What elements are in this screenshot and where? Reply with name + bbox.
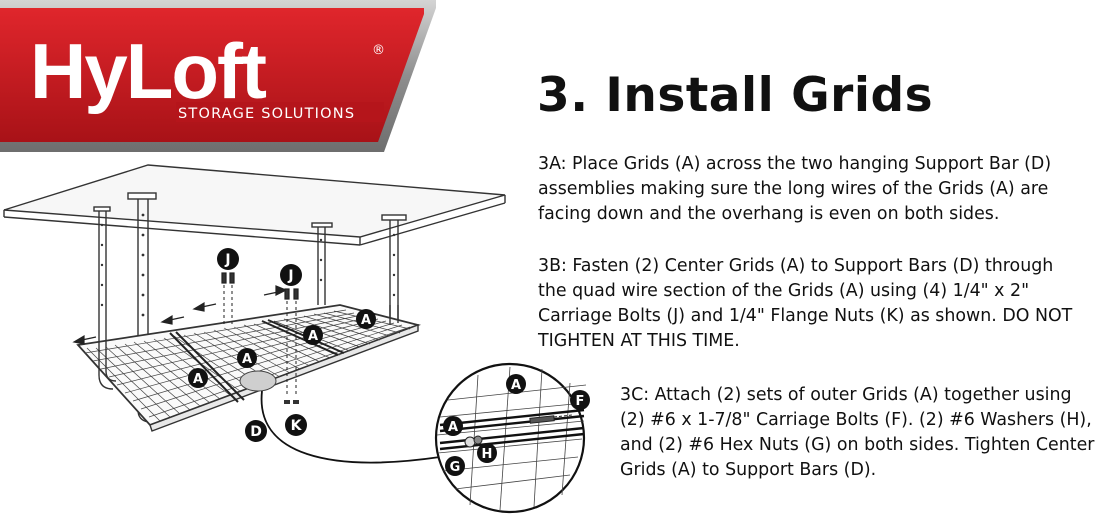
support-post-back-center (311, 222, 333, 305)
callout-d: D (245, 420, 267, 442)
logo-wordmark: HyLoft (30, 27, 267, 115)
step-title: 3. Install Grids (537, 68, 934, 123)
support-post-back-right (381, 214, 407, 325)
svg-text:G: G (450, 460, 461, 475)
callout-a-2: A (303, 325, 323, 345)
logo-tagline: STORAGE SOLUTIONS (178, 106, 355, 122)
instruction-3c: 3C: Attach (2) sets of outer Grids (A) t… (620, 385, 1095, 480)
zoom-detail-circle (434, 362, 587, 514)
callout-a-1: A (356, 309, 376, 329)
callout-k: K (285, 414, 307, 436)
hyloft-logo: HyLoft ® STORAGE SOLUTIONS (0, 0, 436, 152)
callout-zoom-g: G (445, 456, 465, 476)
callout-a-4: A (188, 368, 208, 388)
svg-text:K: K (291, 418, 303, 434)
callout-j-left: J (217, 248, 239, 270)
svg-text:J: J (287, 268, 293, 284)
detail-highlight (239, 370, 277, 392)
detail-connector (260, 390, 441, 464)
callout-j-right: J (280, 264, 302, 286)
svg-text:F: F (576, 394, 585, 409)
instruction-3b: 3B: Fasten (2) Center Grids (A) to Suppo… (538, 256, 1073, 351)
svg-text:A: A (242, 352, 252, 367)
callout-zoom-a-top: A (506, 374, 526, 394)
logo-registered-mark: ® (372, 43, 385, 58)
svg-text:D: D (250, 424, 262, 440)
callout-a-3: A (237, 348, 257, 368)
callout-zoom-f: F (570, 390, 590, 410)
svg-text:A: A (448, 420, 458, 435)
svg-text:A: A (361, 313, 371, 328)
support-post-front-left (93, 206, 111, 335)
installation-diagram: J J A A A A D K A A F G H (3, 164, 590, 514)
svg-text:A: A (511, 378, 521, 393)
svg-text:J: J (224, 252, 230, 268)
callout-zoom-a-left: A (443, 416, 463, 436)
callout-zoom-h: H (477, 443, 497, 463)
svg-text:A: A (308, 329, 318, 344)
svg-text:A: A (193, 372, 203, 387)
svg-text:H: H (482, 447, 493, 462)
instruction-3a: 3A: Place Grids (A) across the two hangi… (538, 154, 1052, 224)
ceiling-panel (3, 164, 506, 238)
